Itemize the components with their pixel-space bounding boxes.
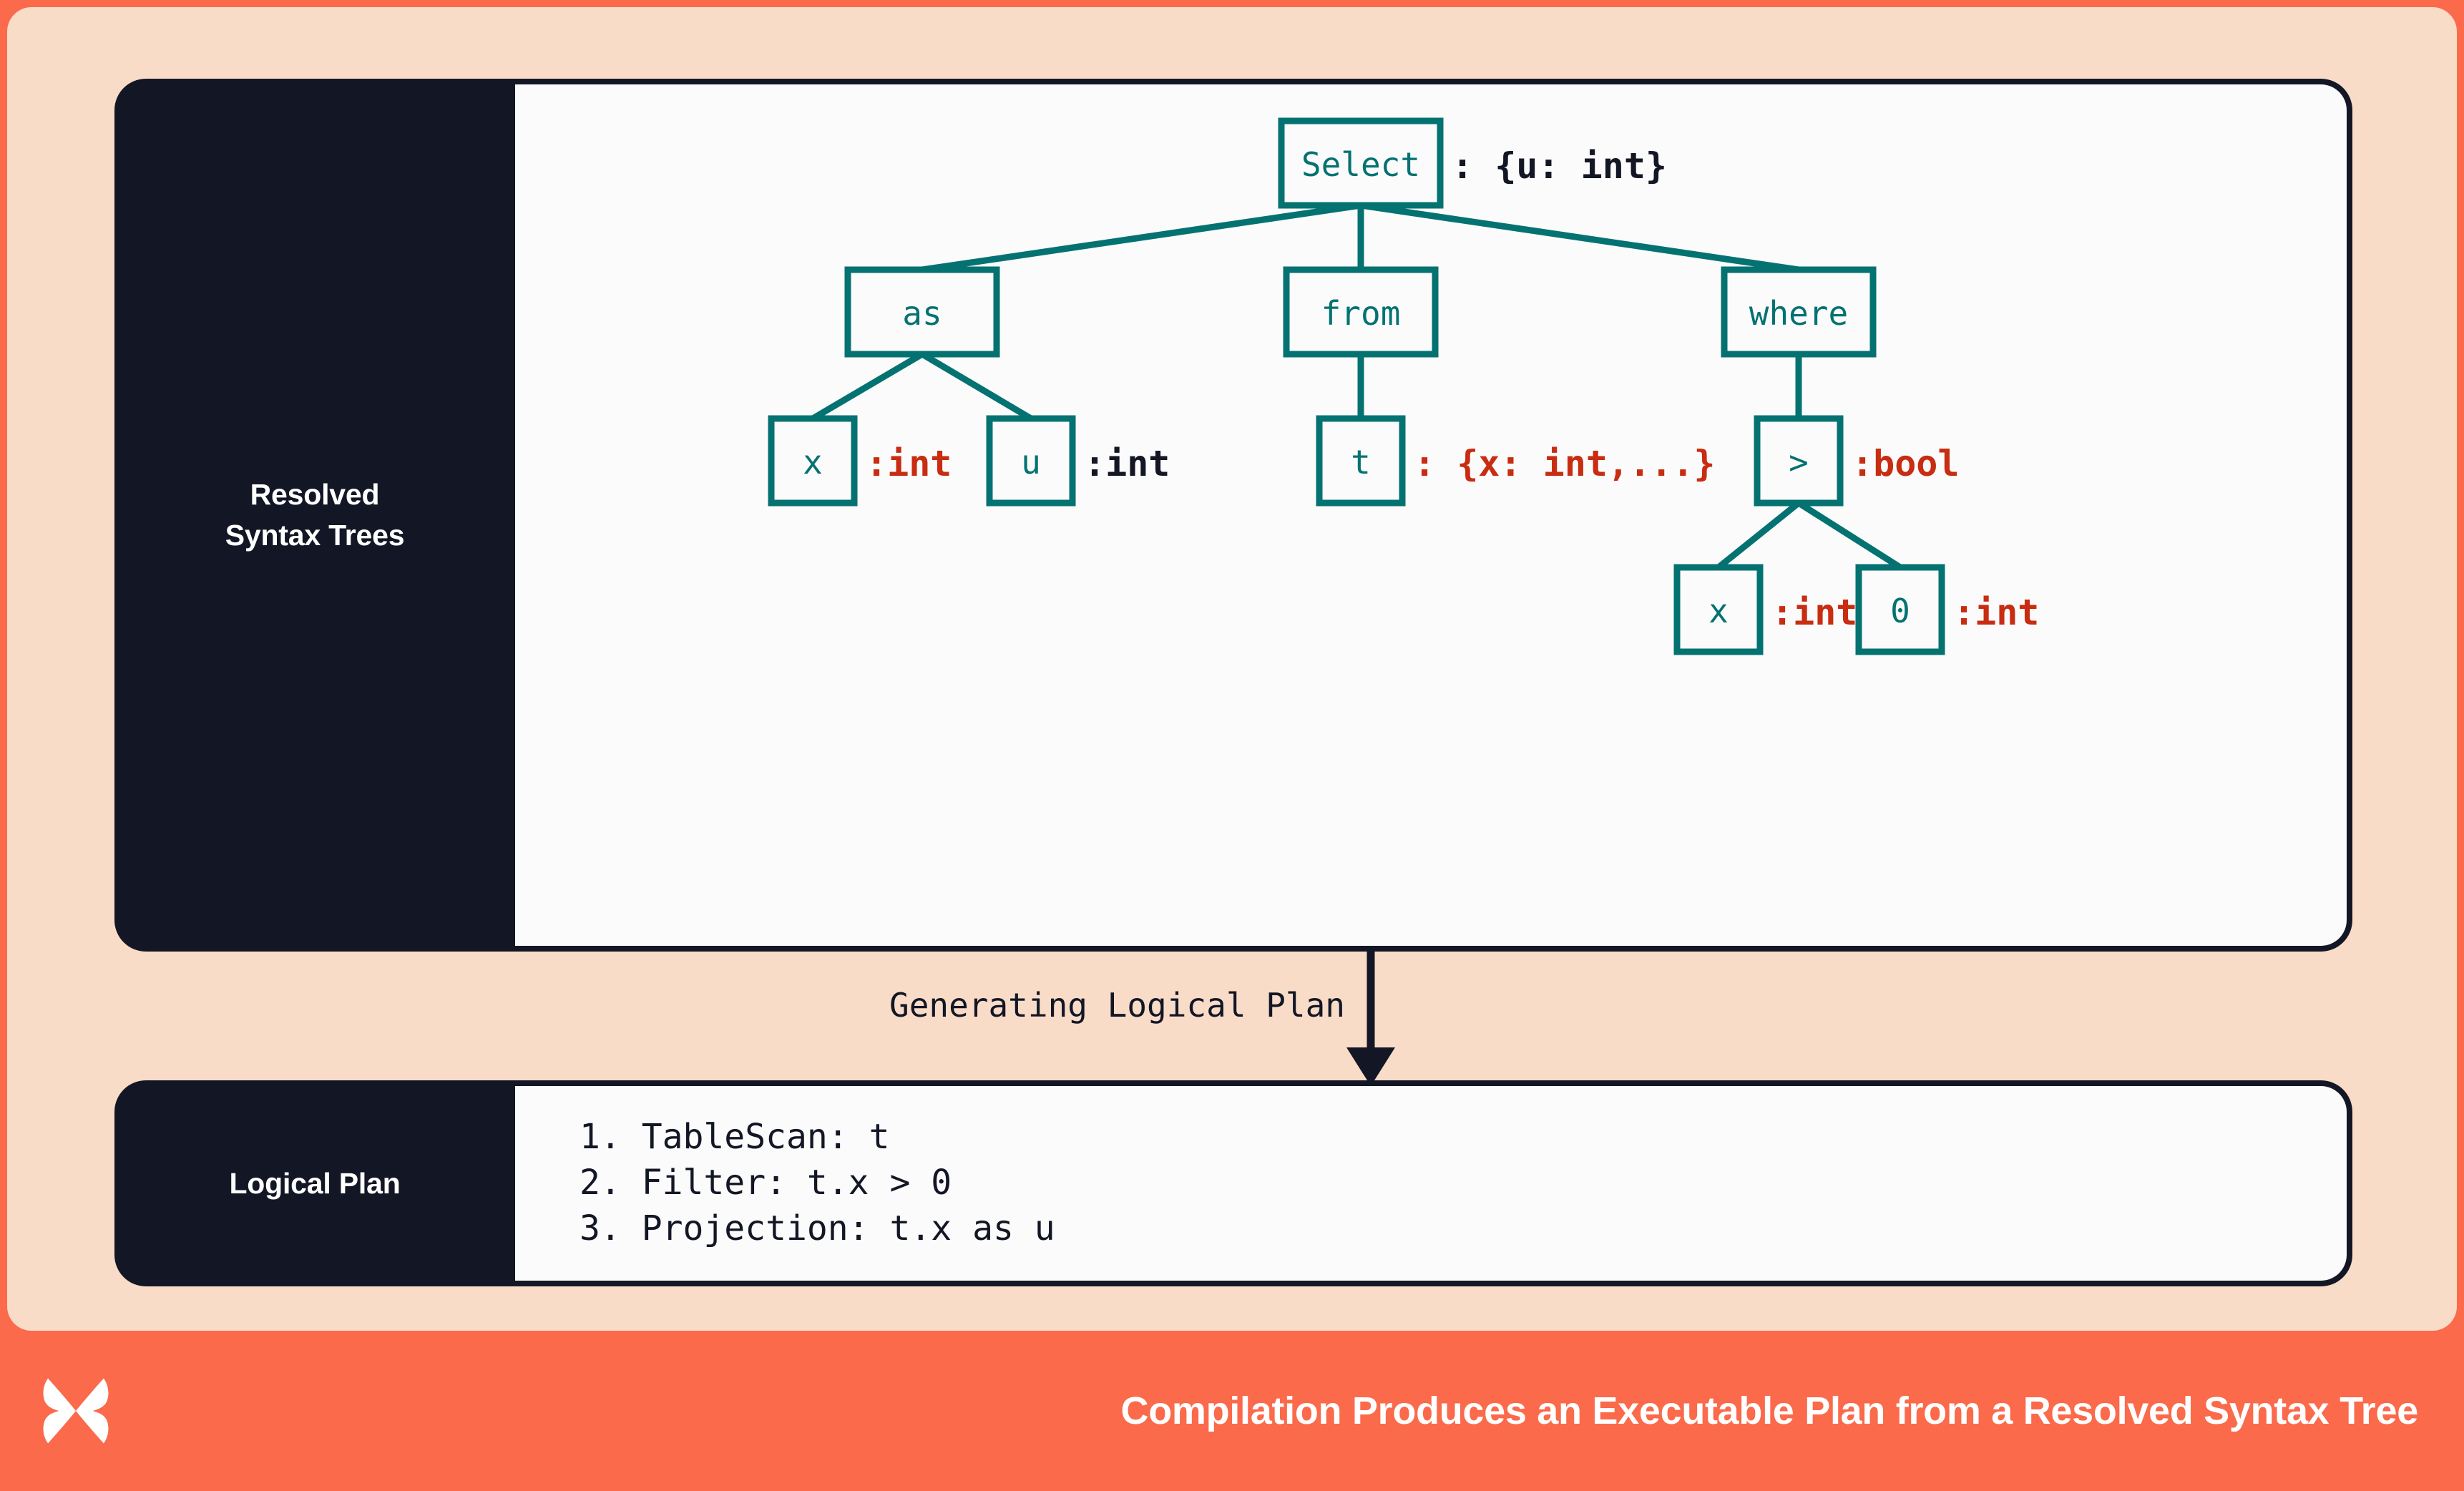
tree-edge [1360,202,1799,273]
tree-node-box [768,415,858,507]
tree-node-label: Select [1301,145,1420,184]
connector-arrow [1346,949,1395,1086]
connector-arrowhead [1346,1047,1395,1086]
tree-node-label: from [1321,294,1401,333]
type-annotation-ann-gt-0: :int [1953,592,2039,633]
tree-node-label: t [1351,443,1371,481]
x-butterfly-logo-icon [43,1378,109,1444]
logical-plan-panel: 1. TableScan: t 2. Filter: t.x > 0 3. Proj… [515,1080,2352,1286]
logical-plan-label: Logical Plan [229,1166,401,1200]
tree-node-label: as [902,294,942,333]
tree-node-label: where [1749,294,1848,333]
tree-node-gt[interactable]: > [1754,415,1844,507]
tree-node-box [1278,117,1444,209]
tree-node-layer: Select as from where x u t > x 0 [768,117,1945,655]
logical-plan-step: 3. Projection: t.x as u [580,1208,1055,1248]
tree-node-box [1316,415,1406,507]
footer-title: Compilation Produces an Executable Plan … [1120,1389,2419,1432]
tree-node-as-x[interactable]: x [768,415,858,507]
logical-plan-rail: Logical Plan [114,1080,515,1286]
tree-annotation-layer: : {u: int} :int :int : {x: int,...} :bool :in… [866,145,2039,633]
tree-node-box [844,266,1000,358]
slide-canvas: Resolved Syntax Trees Select as from where x… [7,7,2457,1331]
tree-node-from-t[interactable]: t [1316,415,1406,507]
tree-node-box [1721,266,1877,358]
tree-node-box [1673,564,1764,655]
type-annotation-ann-as-u: :int [1084,443,1170,484]
tree-node-label: x [803,443,823,481]
tree-node-box [1754,415,1844,507]
logical-plan-card: Logical Plan 1. TableScan: t 2. Filter: t… [114,1080,2352,1286]
tree-edge [1796,500,1902,570]
logical-plan-step: 2. Filter: t.x > 0 [580,1163,952,1203]
type-annotation-ann-from-t: : {x: int,...} [1414,443,1715,484]
tree-node-label: 0 [1890,592,1910,630]
logical-plan-step: 1. TableScan: t [580,1117,890,1158]
rail-label-line2: Syntax Trees [225,519,405,552]
type-annotation-ann-gt-x: :int [1771,592,1857,633]
resolved-syntax-trees-label: Resolved Syntax Trees [225,474,405,555]
tree-node-as[interactable]: as [844,266,1000,358]
tree-edge [1716,500,1801,570]
tree-edge [921,202,1361,273]
tree-edge [811,351,924,421]
tree-node-label: > [1789,443,1809,481]
syntax-tree-diagram: Select as from where x u t > x 0 : {u: int} :int :i… [768,117,2039,655]
footer-banner: Compilation Produces an Executable Plan … [0,1331,2464,1491]
tree-node-label: x [1708,592,1729,630]
resolved-syntax-trees-rail: Resolved Syntax Trees [114,79,515,952]
tree-node-as-u[interactable]: u [986,415,1076,507]
tree-node-box [1855,564,1945,655]
tree-node-from[interactable]: from [1283,266,1439,358]
syntax-tree-panel: Select as from where x u t > x 0 : {u: int} :int :i… [515,79,2352,952]
tree-node-gt-x[interactable]: x [1673,564,1764,655]
logo-left-wing [43,1378,76,1444]
tree-node-select[interactable]: Select [1278,117,1444,209]
tree-edge-layer [811,202,1902,570]
tree-edge [920,351,1033,421]
type-annotation-ann-as-x: :int [866,443,952,484]
rail-label-line1: Resolved [250,478,380,512]
tree-node-box [1283,266,1439,358]
type-annotation-ann-gt: :bool [1852,443,1960,484]
tree-node-gt-0[interactable]: 0 [1855,564,1945,655]
tree-node-box [986,415,1076,507]
resolved-syntax-trees-card: Resolved Syntax Trees Select as from where x… [114,79,2352,952]
logical-plan-step-list: 1. TableScan: t 2. Filter: t.x > 0 3. Proj… [515,1115,1055,1251]
tree-node-label: u [1021,443,1041,481]
logo-right-wing [76,1378,109,1444]
type-annotation-ann-select: : {u: int} [1452,145,1667,187]
tree-node-where[interactable]: where [1721,266,1877,358]
connector-label: Generating Logical Plan [889,986,1345,1025]
